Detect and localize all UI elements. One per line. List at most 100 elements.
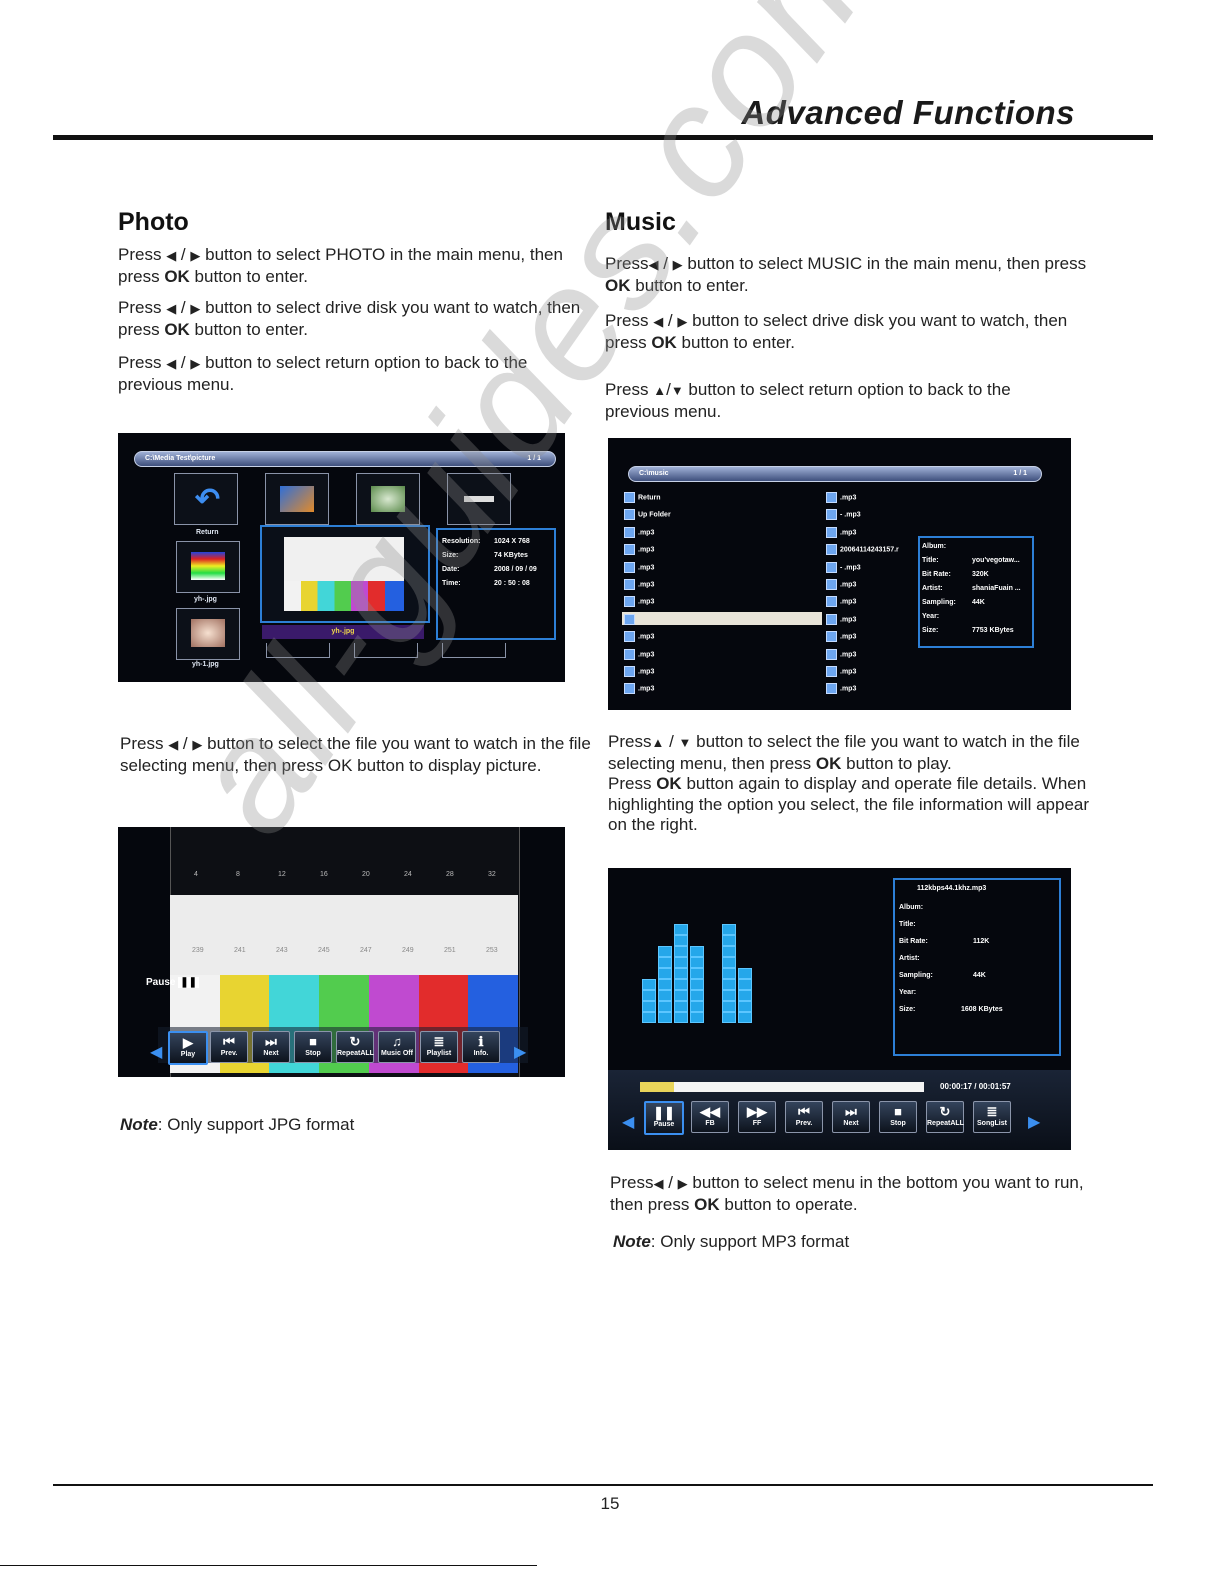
top-tick-row: 4 8 12 16 20 24 28 32 [194, 871, 496, 878]
file-thumb-yh[interactable] [176, 541, 240, 593]
music-file-item[interactable]: .mp3 [826, 579, 856, 590]
music-file-item[interactable]: - .mp3 [826, 509, 861, 521]
preview-image [284, 537, 404, 611]
music-scroll-left-icon[interactable]: ◀ [622, 1114, 635, 1131]
control-label: Prev. [220, 1050, 238, 1057]
music-file-name: .mp3 [638, 581, 655, 589]
music-file-icon [826, 666, 837, 677]
eq-segment [642, 979, 656, 990]
music-file-icon [826, 561, 837, 573]
music-file-icon [624, 526, 635, 538]
music-file-item[interactable]: .mp3 [624, 648, 654, 660]
control-stop-button[interactable]: ■Stop [879, 1101, 917, 1133]
control-pause-button[interactable]: ❚❚Pause [644, 1101, 684, 1135]
control-next-button[interactable]: ⏭Next [832, 1101, 870, 1133]
eq-segment [690, 990, 704, 1001]
music-info-panel: Album: Title:you'vegotaw... Bit Rate:320… [918, 536, 1034, 648]
control-next-button[interactable]: ⏭Next [252, 1031, 290, 1063]
progress-track[interactable] [640, 1082, 924, 1092]
music-file-item[interactable]: .mp3 [624, 526, 654, 538]
music-note: Note: Only support MP3 format [613, 1232, 850, 1251]
file-thumb-yh1[interactable] [176, 608, 240, 660]
music-file-icon [826, 596, 837, 608]
scroll-right-icon[interactable]: ▶ [514, 1044, 527, 1061]
music-file-name: .mp3 [638, 668, 655, 676]
eq-segment [642, 1012, 656, 1023]
music-file-item[interactable]: Up Folder [624, 509, 671, 521]
music-file-item[interactable]: .mp3 [624, 561, 654, 573]
music-file-item[interactable]: .mp3 [826, 666, 856, 677]
scroll-left-icon[interactable]: ◀ [150, 1044, 163, 1061]
control-play-button[interactable]: ▶Play [168, 1031, 208, 1065]
eq-segment [642, 1001, 656, 1012]
music-file-icon [826, 509, 837, 521]
control-label: Pause [653, 1121, 675, 1128]
music-file-item[interactable]: .mp3 [826, 492, 856, 503]
music-file-item[interactable]: 20064114243157.r [826, 544, 899, 556]
photo-step-4: Press ◀ / ▶ button to select the file yo… [120, 734, 591, 775]
eq-segment [722, 935, 736, 946]
control-label: FB [705, 1120, 715, 1127]
music-file-name: Up Folder [638, 511, 671, 519]
music-file-item[interactable]: .mp3 [624, 579, 654, 590]
photo-step-3: Press ◀ / ▶ button to select return opti… [118, 353, 528, 394]
control-prev-button[interactable]: ⏮Prev. [785, 1101, 823, 1133]
thumb-label-return: Return [196, 529, 219, 536]
return-thumb[interactable]: ↶ [174, 473, 238, 525]
music-file-item[interactable]: .mp3 [624, 683, 654, 695]
eq-segment [690, 1012, 704, 1023]
music-file-name: .mp3 [638, 598, 655, 606]
music-file-item[interactable] [624, 613, 638, 625]
music-file-icon [826, 579, 837, 590]
eq-segment [674, 946, 688, 957]
control-music-off-button[interactable]: ♫Music Off [378, 1031, 416, 1063]
music-file-name: .mp3 [840, 581, 857, 589]
music-step-3: Press ▲/▼ button to select return option… [605, 380, 1011, 421]
music-scroll-right-icon[interactable]: ▶ [1028, 1114, 1041, 1131]
folder-thumb[interactable] [265, 473, 329, 525]
music-file-item[interactable]: .mp3 [826, 526, 856, 538]
music-file-icon [624, 613, 635, 625]
control-label: Next [843, 1120, 859, 1127]
music-file-item[interactable]: .mp3 [624, 666, 654, 677]
control-label: SongList [977, 1120, 1007, 1127]
control-playlist-button[interactable]: ≣Playlist [420, 1031, 458, 1063]
music-file-item[interactable]: .mp3 [624, 631, 654, 643]
control-label: Stop [890, 1120, 906, 1127]
control-stop-button[interactable]: ■Stop [294, 1031, 332, 1063]
image-icon [371, 486, 405, 512]
music-file-icon [624, 596, 635, 608]
music-file-item[interactable]: Return [624, 492, 661, 503]
control-repeatall-button[interactable]: ↻RepeatALL [926, 1101, 964, 1133]
music-file-item[interactable]: .mp3 [826, 631, 856, 643]
music-file-icon [624, 631, 635, 643]
music-file-item[interactable]: .mp3 [826, 613, 856, 625]
control-glyph-icon: ≣ [433, 1034, 445, 1049]
control-label: Prev. [795, 1120, 813, 1127]
music-file-item[interactable]: .mp3 [826, 648, 856, 660]
control-songlist-button[interactable]: ≣SongList [973, 1101, 1011, 1133]
highlighted-file-row[interactable] [622, 612, 822, 625]
photo-playback-screenshot: 4 8 12 16 20 24 28 32 239 241 243 245 24… [118, 827, 565, 1077]
music-file-item[interactable]: .mp3 [826, 596, 856, 608]
music-file-item[interactable]: .mp3 [826, 683, 856, 695]
music-step-5: Press◀ / ▶ button to select menu in the … [610, 1173, 1084, 1214]
control-glyph-icon: ◀◀ [700, 1104, 720, 1119]
control-ff-button[interactable]: ▶▶FF [738, 1101, 776, 1133]
image-thumb-2[interactable] [447, 473, 511, 525]
music-file-name: 20064114243157.r [840, 546, 899, 554]
music-file-item[interactable]: .mp3 [624, 544, 654, 556]
eq-segment [658, 979, 672, 990]
image-thumb[interactable] [356, 473, 420, 525]
music-file-icon [826, 526, 837, 538]
eq-segment [674, 935, 688, 946]
control-repeatall-button[interactable]: ↻RepeatALL [336, 1031, 374, 1063]
music-file-item[interactable]: .mp3 [624, 596, 655, 608]
music-file-item[interactable]: - .mp3 [826, 561, 861, 573]
control-prev-button[interactable]: ⏮Prev. [210, 1031, 248, 1063]
control-fb-button[interactable]: ◀◀FB [691, 1101, 729, 1133]
